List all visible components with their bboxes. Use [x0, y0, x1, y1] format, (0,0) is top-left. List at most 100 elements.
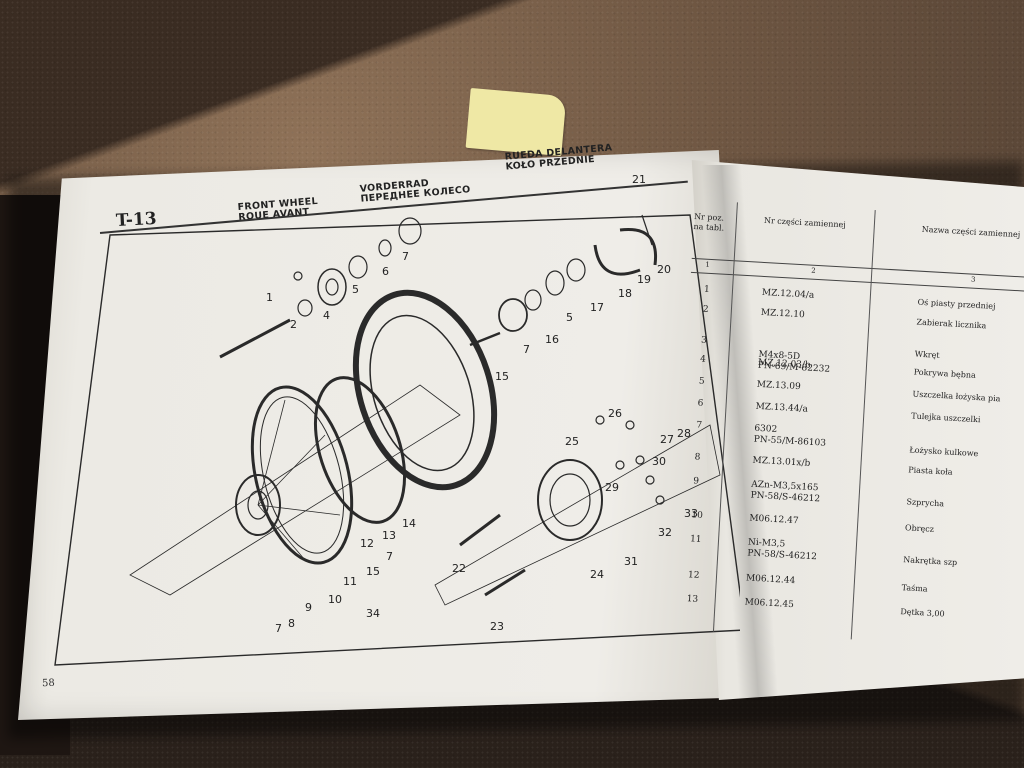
callout: 19: [637, 273, 651, 286]
row-name: Piasta koła: [908, 465, 953, 477]
callout: 18: [618, 287, 632, 300]
table-row: 12 M06.12.44 Taśma: [674, 569, 1008, 593]
column-number: 1: [705, 260, 711, 269]
nut-a: [595, 415, 605, 425]
row-name: Obręcz: [904, 523, 935, 534]
tire: [352, 289, 498, 491]
column-number: 3: [970, 275, 976, 284]
spacer-axle: [469, 331, 501, 347]
callout: 7: [386, 550, 393, 563]
callout: 1: [266, 291, 273, 304]
seal: [348, 255, 368, 279]
callout: 8: [288, 617, 295, 630]
row-number: 3: [700, 335, 708, 346]
callout: 2: [290, 318, 297, 331]
nut-b: [625, 420, 635, 430]
spacer: [524, 289, 542, 311]
brake-shoe-b: [619, 227, 658, 266]
callout: 33: [684, 507, 698, 520]
diagram-frame: [54, 214, 740, 666]
right-page: [691, 160, 1024, 700]
bearing-left: [398, 217, 422, 245]
row-number: 8: [694, 452, 701, 463]
drum-cover-hub: [325, 278, 339, 296]
hub-center: [247, 490, 269, 520]
row-part: MZ.13.09: [756, 379, 801, 393]
callout: 10: [328, 593, 342, 606]
callout: 7: [523, 343, 530, 356]
row-part: AZn-M3,5x165 PN-58/S-46212: [750, 479, 821, 505]
callout: 7: [275, 622, 282, 635]
callout: 27: [660, 433, 674, 446]
valve: [484, 568, 526, 597]
hub: [235, 474, 281, 536]
row-name: Nakrętka szp: [902, 555, 958, 568]
nut-d: [635, 455, 645, 465]
ring: [566, 258, 586, 282]
nut-e: [645, 475, 655, 485]
screw: [293, 271, 303, 281]
row-part: MZ.13.01x/b: [752, 455, 811, 469]
header-part-name: Nazwa części zamiennej: [921, 224, 1021, 240]
row-part: M06.12.47: [749, 513, 799, 527]
row-part: M06.12.45: [744, 597, 795, 611]
callout: 34: [366, 607, 380, 620]
spindle: [459, 513, 501, 547]
callout: 24: [590, 568, 604, 581]
row-number: 7: [696, 420, 703, 431]
row-name: Tulejka uszczelki: [911, 411, 981, 425]
spring: [641, 214, 653, 246]
callout: 17: [590, 301, 604, 314]
row-number: 9: [693, 476, 700, 487]
row-number: 10: [691, 510, 704, 521]
sticky-note: [465, 87, 567, 157]
row-number: 12: [687, 570, 700, 581]
parts-table: Nr poz. na tabl. Nr części zamiennej Naz…: [670, 200, 1024, 658]
callout: 13: [382, 529, 396, 542]
callout: 6: [382, 265, 389, 278]
tube: [313, 376, 407, 524]
row-name: Szprycha: [906, 497, 945, 509]
row-number: 1: [703, 284, 711, 295]
callout: 28: [677, 427, 691, 440]
drum-cover: [317, 268, 347, 306]
row-name: Wkręt: [914, 349, 940, 360]
row-part: MZ.13.44/a: [755, 401, 809, 415]
row-part: Ni-M3,5 PN-58/S-46212: [747, 537, 818, 563]
row-name: Uszczelka łożyska pia: [912, 389, 1001, 404]
row-part: MZ.12.04/a: [761, 287, 815, 301]
callout: 15: [366, 565, 380, 578]
brake-plate-inner: [549, 473, 591, 527]
callout: 9: [305, 601, 312, 614]
left-page: [18, 150, 748, 720]
washer: [297, 299, 313, 317]
callout: 14: [402, 517, 416, 530]
exploded-wheel-diagram: 1 2 3 4 5 6 7 5 7 15 16 5 17 18 19 20 21…: [54, 175, 740, 666]
callout: 16: [545, 333, 559, 346]
sleeve: [378, 239, 392, 257]
row-name: Łożysko kulkowe: [909, 445, 979, 459]
page-number: 58: [41, 677, 55, 690]
callout: 5: [566, 311, 573, 324]
callout: 23: [490, 620, 504, 633]
row-part: M06.12.44: [745, 573, 796, 587]
row-number: 5: [698, 376, 705, 387]
row-part: 6302 PN-55/M-86103: [753, 423, 827, 449]
callout-numbers: 1 2 3 4 5 6 7 5 7 15 16 5 17 18 19 20 21…: [266, 175, 698, 635]
row-name: Zabierak licznika: [916, 317, 987, 331]
nut-c: [615, 460, 625, 470]
nut-f: [655, 495, 665, 505]
tire-inner: [369, 314, 475, 472]
brake-shoe-a: [593, 244, 641, 276]
bearing-right: [498, 298, 528, 332]
callout: 15: [495, 370, 509, 383]
rim-inner: [259, 396, 345, 554]
callout: 29: [605, 481, 619, 494]
callout: 4: [323, 309, 330, 322]
callout: 5: [352, 283, 359, 296]
table-row: 10 M06.12.47 Obręcz: [678, 510, 1012, 534]
axle: [219, 318, 291, 359]
callout: 31: [624, 555, 638, 568]
callout: 12: [360, 537, 374, 550]
callout: 7: [402, 250, 409, 263]
